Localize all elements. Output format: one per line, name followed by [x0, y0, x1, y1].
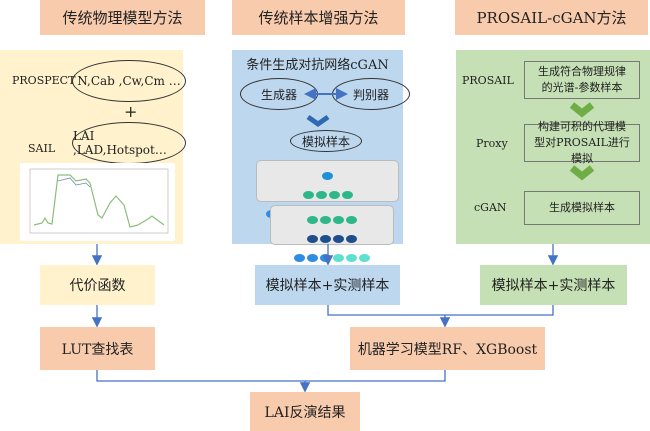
cgan-step: 生成模拟样本 — [524, 191, 640, 225]
prosail-cgan-panel: PROSAIL 生成符合物理规律的光谱-参数样本 Proxy 构建可积的代理模型… — [456, 50, 650, 244]
plus-sign: + — [124, 102, 138, 121]
augmented-samples-box: 模拟样本+实测样本 — [255, 265, 400, 305]
cgan-panel: 条件生成对抗网络cGAN 生成器 判别器 模拟样本 — [232, 50, 410, 262]
header-physical-model: 传统物理模型方法 — [40, 0, 205, 35]
cgan-title: 条件生成对抗网络cGAN — [246, 58, 389, 73]
prospect-params: N,Cab ,Cw,Cm … — [72, 60, 186, 102]
prospect-label: PROSPECT — [12, 74, 76, 87]
cgan-arrows — [304, 88, 348, 128]
lut-box: LUT查找表 — [40, 327, 155, 370]
prosail-label: PROSAIL — [462, 74, 514, 87]
cgan-label: cGAN — [474, 201, 507, 214]
physical-model-panel: PROSPECT N,Cab ,Cw,Cm … + SAIL LAI ,LAD,… — [0, 50, 186, 244]
cgan-samples-box: 模拟样本+实测样本 — [480, 265, 627, 305]
prosail-step: 生成符合物理规律的光谱-参数样本 — [524, 61, 640, 99]
header-prosail-cgan: PROSAIL-cGAN方法 — [455, 0, 648, 35]
lai-result-box: LAI反演结果 — [250, 392, 360, 431]
proxy-step: 构建可积的代理模型对PROSAIL进行模拟 — [524, 120, 640, 165]
header-sample-augmentation: 传统样本增强方法 — [232, 0, 405, 35]
reflectance-chart — [20, 163, 175, 241]
cost-function-box: 代价函数 — [40, 265, 155, 305]
green-chevrons — [569, 102, 595, 181]
sail-params: LAI ,LAD,Hotspot… — [72, 122, 186, 164]
simulated-samples-ellipse: 模拟样本 — [290, 130, 362, 152]
ml-model-box: 机器学习模型RF、XGBoost — [350, 327, 545, 370]
proxy-label: Proxy — [476, 137, 508, 150]
sail-label: SAIL — [28, 142, 56, 155]
